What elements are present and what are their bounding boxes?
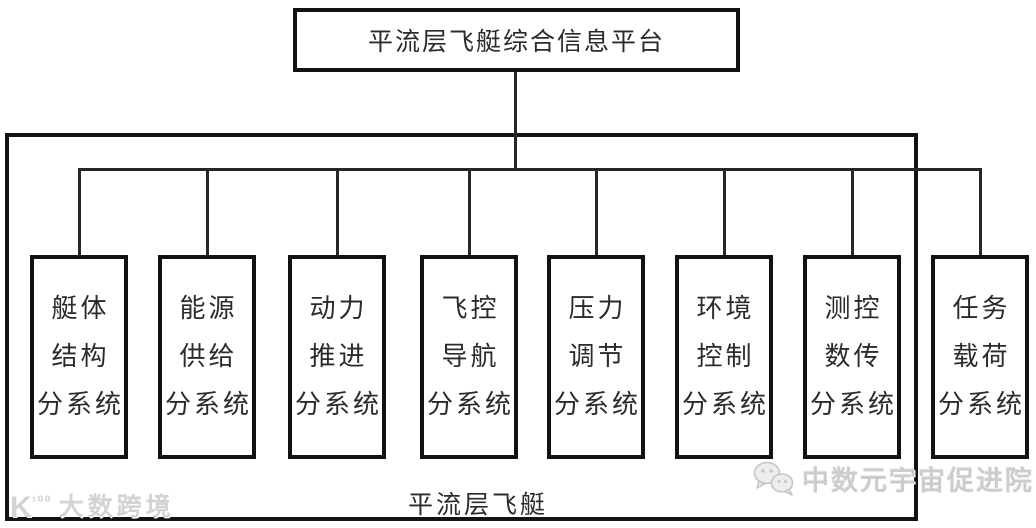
airship-container-label: 平流层飞艇 (407, 492, 549, 519)
root-platform-label: 平流层飞艇综合信息平台 (367, 29, 665, 56)
logo-superscript: ¹⁰⁰ (31, 493, 52, 509)
logo-letter: K (10, 491, 32, 524)
subsystem-label-line: 分系统 (165, 390, 253, 419)
subsystem-box-ttc-data-transmission: 测控 数传 分系统 (803, 255, 901, 459)
subsystem-box-pressure-regulation: 压力 调节 分系统 (547, 255, 645, 459)
subsystem-label-line: 控制 (696, 342, 755, 371)
subsystem-label-line: 能源 (179, 294, 238, 323)
drop-connector-line-7 (851, 168, 854, 256)
subsystem-label-line: 测控 (824, 294, 883, 323)
riser-connector-line (514, 71, 517, 169)
subsystem-label-line: 分系统 (554, 390, 642, 419)
subsystem-label-line: 分系统 (427, 390, 515, 419)
drop-connector-line-6 (723, 168, 726, 256)
dashukuajing-logo-icon: K¹⁰⁰ (10, 486, 52, 523)
wechat-icon (753, 461, 794, 496)
drop-connector-line-5 (595, 168, 598, 256)
subsystem-box-flight-control-navigation: 飞控 导航 分系统 (420, 255, 518, 459)
subsystem-label-line: 分系统 (37, 390, 125, 419)
watermark-left-text: 大数跨境 (58, 492, 175, 521)
subsystem-label-line: 分系统 (682, 390, 770, 419)
subsystem-label-line: 艇体 (51, 294, 110, 323)
watermark-dashukuajing: K¹⁰⁰ 大数跨境 (10, 486, 175, 523)
subsystem-label-line: 分系统 (295, 390, 383, 419)
subsystem-box-environment-control: 环境 控制 分系统 (675, 255, 773, 459)
subsystem-box-power-propulsion: 动力 推进 分系统 (288, 255, 386, 459)
subsystem-label-line: 环境 (696, 294, 755, 323)
subsystem-label-line: 数传 (824, 342, 883, 371)
subsystem-label-line: 导航 (441, 342, 500, 371)
subsystem-box-hull-structure: 艇体 结构 分系统 (30, 255, 128, 459)
subsystem-box-mission-payload: 任务 载荷 分系统 (931, 255, 1029, 459)
subsystem-label-line: 任务 (952, 294, 1011, 323)
subsystem-box-energy-supply: 能源 供给 分系统 (158, 255, 256, 459)
drop-connector-line-3 (336, 168, 339, 256)
watermark-right-text: 中数元宇宙促进院 (802, 465, 1034, 496)
subsystem-label-line: 供给 (179, 342, 238, 371)
root-platform-box: 平流层飞艇综合信息平台 (293, 8, 740, 72)
watermark-zhongshu-metaverse: 中数元宇宙促进院 (752, 458, 1034, 498)
subsystem-label-line: 分系统 (810, 390, 898, 419)
subsystem-label-line: 调节 (568, 342, 627, 371)
subsystem-label-line: 推进 (309, 342, 368, 371)
subsystem-label-line: 压力 (568, 294, 627, 323)
bus-connector-line (78, 168, 982, 171)
drop-connector-line-1 (78, 168, 81, 256)
drop-connector-line-2 (206, 168, 209, 256)
subsystem-label-line: 动力 (309, 294, 368, 323)
drop-connector-line-8 (979, 168, 982, 256)
drop-connector-line-4 (468, 168, 471, 256)
subsystem-label-line: 结构 (51, 342, 110, 371)
subsystem-label-line: 载荷 (952, 342, 1011, 371)
subsystem-label-line: 分系统 (938, 390, 1026, 419)
airship-container-box (5, 133, 918, 521)
subsystem-label-line: 飞控 (441, 294, 500, 323)
